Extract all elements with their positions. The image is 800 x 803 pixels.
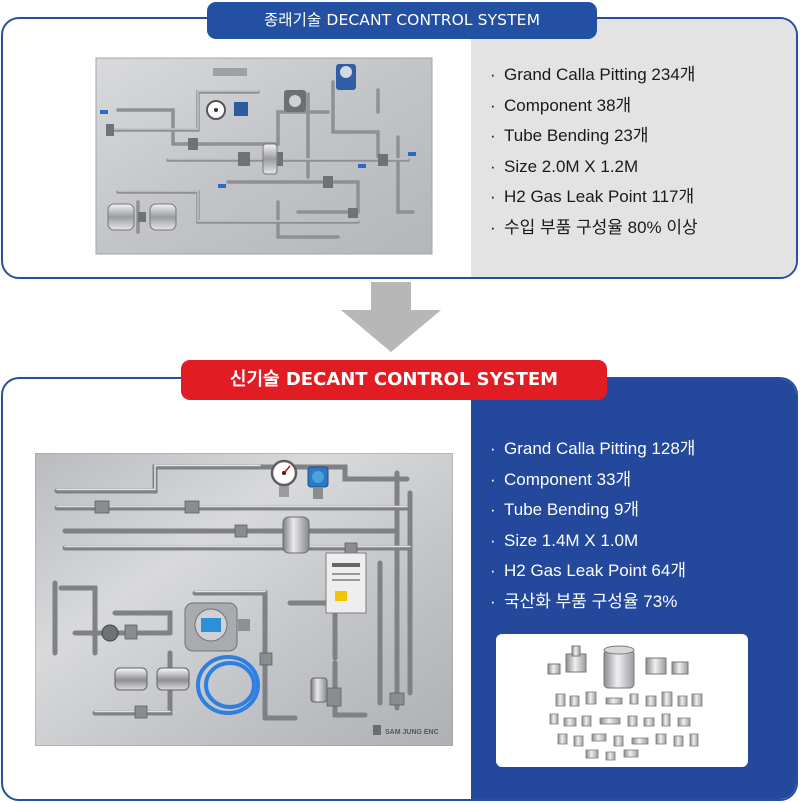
old-spec-text: H2 Gas Leak Point 117개 [504,187,695,206]
new-spec-text: H2 Gas Leak Point 64개 [504,561,686,580]
old-spec-text: Grand Calla Pitting 234개 [504,65,696,84]
old-decant-panel-image [95,57,433,255]
new-system-title: 신기술 DECANT CONTROL SYSTEM [181,360,607,400]
old-spec-text: Size 2.0M X 1.2M [504,156,639,176]
old-spec-text: Component 38개 [504,95,632,115]
new-spec-text: 국산화 부품 구성율 73% [504,591,678,611]
brand-label: SAM JUNG ENC [385,729,439,736]
old-spec-text: Tube Bending 23개 [504,126,649,145]
new-spec-item-tube: ·Tube Bending 9개 [490,500,640,519]
new-spec-item-pitting: ·Grand Calla Pitting 128개 [490,439,696,458]
new-spec-list: ·Grand Calla Pitting 128개 ·Component 33개… [490,434,695,617]
old-spec-list: ·Grand Calla Pitting 234개 ·Component 38개… [490,60,698,243]
old-spec-item-pitting: ·Grand Calla Pitting 234개 [490,65,696,84]
old-spec-area [471,19,796,277]
old-spec-item-leak: ·H2 Gas Leak Point 117개 [490,187,695,206]
new-spec-text: Size 1.4M X 1.0M [504,530,639,550]
new-spec-text: Tube Bending 9개 [504,500,640,519]
new-spec-item-leak: ·H2 Gas Leak Point 64개 [490,561,686,580]
old-spec-item-component: ·Component 38개 [490,95,632,115]
new-spec-item-component: ·Component 33개 [490,469,632,489]
old-spec-item-tube: ·Tube Bending 23개 [490,126,649,145]
new-decant-panel-image: SAM JUNG ENC [35,453,453,746]
new-spec-text: Component 33개 [504,469,632,489]
down-arrow-icon [341,282,441,352]
old-system-title: 종래기술 DECANT CONTROL SYSTEM [207,2,597,39]
old-spec-item-size: ·Size 2.0M X 1.2M [490,156,639,176]
localized-parts-image [496,634,748,767]
new-spec-text: Grand Calla Pitting 128개 [504,439,696,458]
new-spec-item-parts: ·국산화 부품 구성율 73% [490,591,678,611]
new-spec-item-size: ·Size 1.4M X 1.0M [490,530,639,550]
parts-illustration [547,645,703,761]
old-spec-text: 수입 부품 구성율 80% 이상 [504,217,698,237]
old-spec-item-parts: ·수입 부품 구성율 80% 이상 [490,217,698,237]
